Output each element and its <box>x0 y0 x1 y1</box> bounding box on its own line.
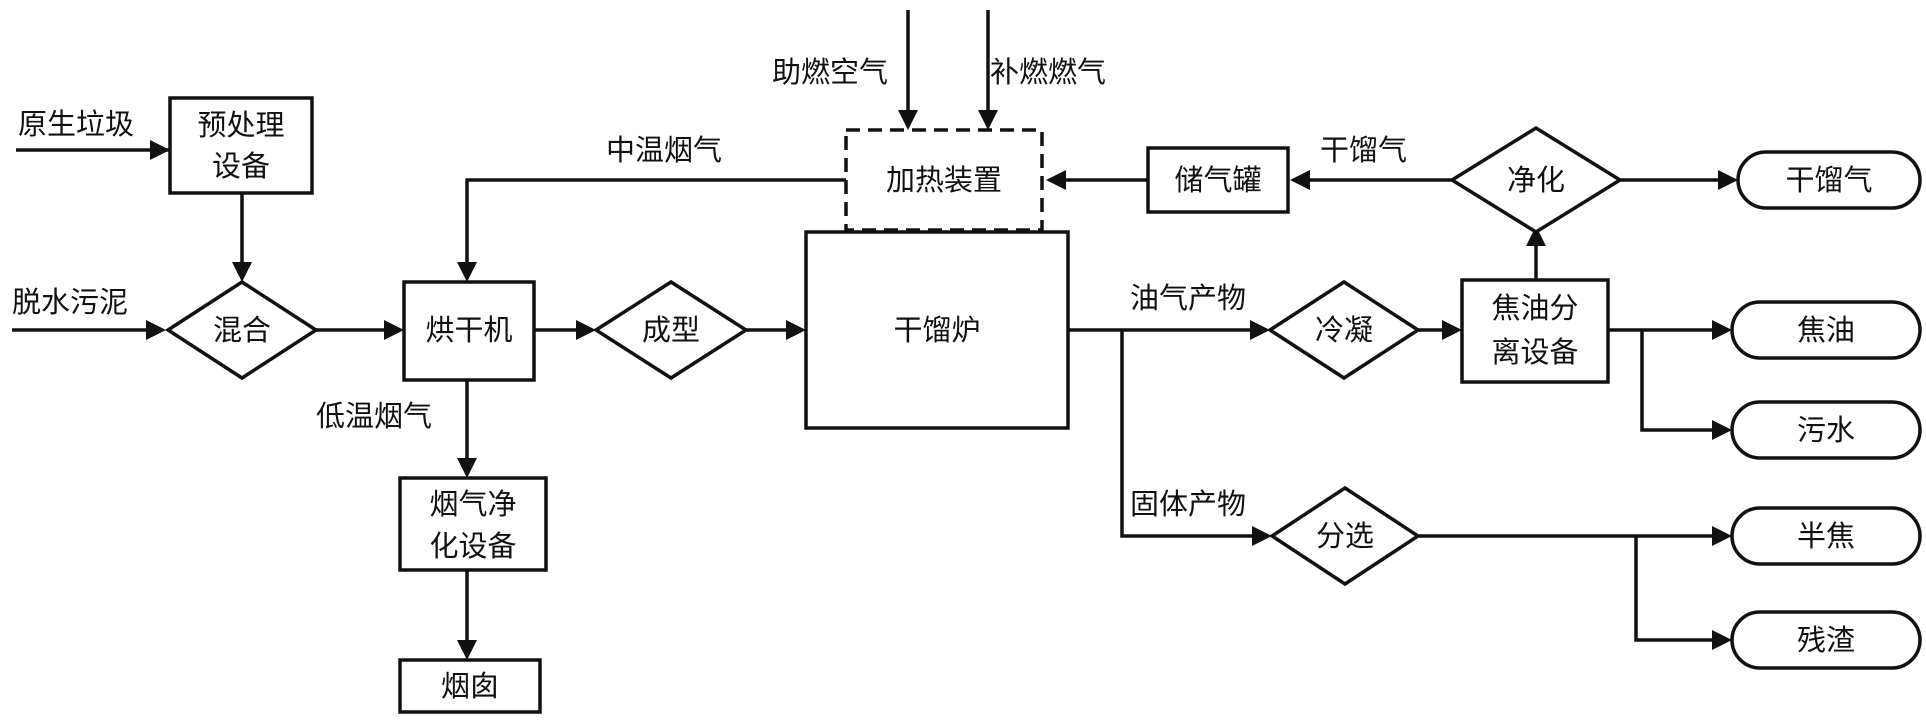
output-coke-label: 半焦 <box>1797 519 1855 553</box>
label-sludge: 脱水污泥 <box>12 285 128 319</box>
node-chimney: 烟囱 <box>398 658 542 714</box>
label-raw-waste: 原生垃圾 <box>18 107 134 141</box>
node-dryer: 烘干机 <box>402 280 536 382</box>
pretreatment-label-line2: 设备 <box>212 149 270 183</box>
label-mid-flue: 中温烟气 <box>606 133 722 167</box>
tar-separator-label-line1: 焦油分 <box>1491 291 1578 325</box>
output-residue-label: 残渣 <box>1797 623 1855 657</box>
node-heater: 加热装置 <box>844 128 1044 232</box>
node-shape: 成型 <box>592 279 750 381</box>
arrow-solid <box>1120 330 1254 538</box>
label-gas-return: 干馏气 <box>1320 133 1407 167</box>
chimney-label: 烟囱 <box>441 669 499 703</box>
pretreatment-label-line1: 预处理 <box>197 108 284 142</box>
tar-separator-label-line2: 离设备 <box>1491 335 1578 369</box>
output-gas-label: 干馏气 <box>1785 163 1872 197</box>
node-purify: 净化 <box>1448 125 1624 235</box>
output-tar: 焦油 <box>1730 300 1922 360</box>
node-pretreatment: 预处理 设备 <box>168 96 314 195</box>
label-low-flue: 低温烟气 <box>316 399 432 433</box>
node-tar-separator: 焦油分 离设备 <box>1460 278 1610 384</box>
node-tank: 储气罐 <box>1146 146 1290 214</box>
label-solid: 固体产物 <box>1130 487 1246 521</box>
shape-label: 成型 <box>642 313 700 347</box>
output-water-label: 污水 <box>1797 413 1855 447</box>
dryer-label: 烘干机 <box>425 313 512 347</box>
node-mix: 混合 <box>164 279 320 381</box>
arrow-mid-flue <box>465 178 846 268</box>
mix-label: 混合 <box>213 313 271 347</box>
edge-labels: 原生垃圾 脱水污泥 中温烟气 助燃空气 补燃燃气 干馏气 油气产物 固体产物 低… <box>12 55 1407 521</box>
heater-label: 加热装置 <box>886 163 1002 197</box>
purify-label: 净化 <box>1507 163 1565 197</box>
sort-label: 分选 <box>1316 519 1374 553</box>
node-sort: 分选 <box>1268 485 1422 587</box>
arrow-sort-residue <box>1634 536 1712 642</box>
output-gas: 干馏气 <box>1736 150 1922 210</box>
connectors <box>12 10 1738 660</box>
condense-label: 冷凝 <box>1315 313 1373 347</box>
arrow-raw-waste-head <box>150 140 170 160</box>
node-flue-cleaner: 烟气净 化设备 <box>398 476 548 572</box>
label-oil-gas: 油气产物 <box>1130 281 1246 315</box>
output-tar-label: 焦油 <box>1797 313 1855 347</box>
output-coke: 半焦 <box>1730 506 1922 566</box>
output-residue: 残渣 <box>1730 610 1922 670</box>
label-air: 助燃空气 <box>772 55 888 89</box>
node-furnace: 干馏炉 <box>804 230 1070 430</box>
node-condense: 冷凝 <box>1266 279 1422 381</box>
tank-label: 储气罐 <box>1174 163 1261 197</box>
flue-cleaner-label-line1: 烟气净 <box>429 487 516 521</box>
furnace-label: 干馏炉 <box>893 313 980 347</box>
output-water: 污水 <box>1730 400 1922 460</box>
flue-cleaner-label-line2: 化设备 <box>429 529 516 563</box>
label-fuel: 补燃燃气 <box>990 55 1106 89</box>
arrow-tarsep-water <box>1640 330 1712 432</box>
